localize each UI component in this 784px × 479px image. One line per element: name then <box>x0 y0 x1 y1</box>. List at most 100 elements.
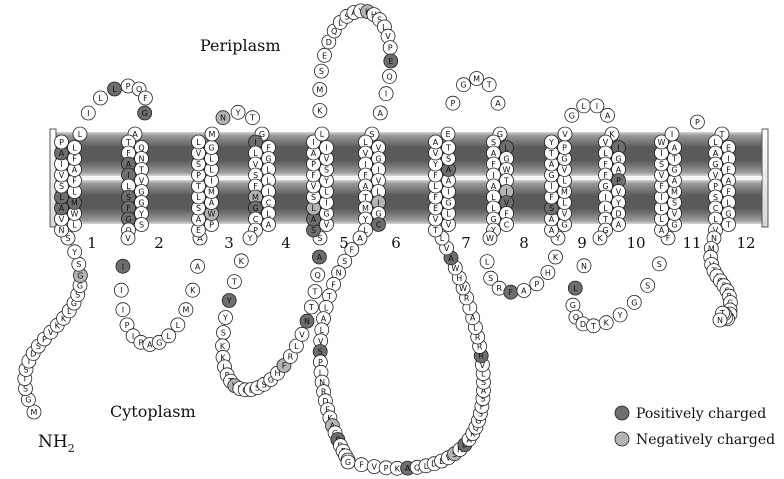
residue-letter: T <box>312 288 318 297</box>
legend-positive-swatch <box>615 406 629 420</box>
residue-letter: I <box>122 306 124 315</box>
residue-letter: P <box>534 280 539 289</box>
residue-letter: M <box>31 408 38 417</box>
residue-letter: V <box>324 221 330 230</box>
residue: Y <box>219 311 233 325</box>
residue-letter: F <box>659 182 664 191</box>
residue: V <box>558 127 572 141</box>
residue-letter: R <box>496 284 502 293</box>
residue-letter: V <box>562 130 568 139</box>
residue-letter: N <box>581 262 587 271</box>
residue: P <box>55 135 69 149</box>
residue-letter: R <box>288 352 294 361</box>
residue-letter: V <box>446 221 452 230</box>
residue: C <box>500 218 514 232</box>
residue-letter: P <box>384 464 389 473</box>
residue: K <box>313 104 327 118</box>
residue-letter: L <box>573 284 578 293</box>
residue-letter: A <box>446 166 452 175</box>
residue: T <box>227 275 241 289</box>
residue: P <box>383 41 397 55</box>
residue: N <box>577 259 591 273</box>
residue-letter: M <box>671 188 678 197</box>
residue-letter: L <box>112 85 117 94</box>
residue-letter: V <box>196 149 202 158</box>
residue-letter: M <box>473 75 480 84</box>
residue-letter: T <box>308 303 314 312</box>
residue-letter: L <box>562 199 567 208</box>
residue-letter: L <box>324 303 329 312</box>
residue: P <box>558 141 572 155</box>
residue: W <box>483 231 497 245</box>
residue-letter: T <box>432 226 438 235</box>
residue-letter: T <box>590 322 596 331</box>
residue: G <box>627 295 641 309</box>
residue-letter: S <box>311 193 316 202</box>
residue-letter: M <box>71 199 78 208</box>
residue-letter: G <box>77 282 83 291</box>
residue-letter: G <box>631 298 637 307</box>
legend-positive-label: Positively charged <box>636 406 766 422</box>
residue-letter: A <box>448 254 454 263</box>
residue: S <box>641 278 655 292</box>
residue-letter: A <box>521 287 527 296</box>
residue-letter: G <box>569 111 575 120</box>
residue-letter: A <box>549 160 555 169</box>
residue-letter: G <box>77 271 83 280</box>
n-terminus-subscript: 2 <box>68 442 75 455</box>
residue: F <box>355 458 369 472</box>
residue: Y <box>613 308 627 322</box>
residue-letter: P <box>59 138 64 147</box>
residue-letter: A <box>672 177 678 186</box>
residue-letter: A <box>549 226 555 235</box>
residue-letter: F <box>359 461 364 470</box>
residue-letter: W <box>486 234 494 243</box>
residue: Y <box>68 245 82 259</box>
periplasm-label: Periplasm <box>200 36 281 55</box>
residue: F <box>504 285 518 299</box>
residue-letter: S <box>196 204 201 213</box>
residue-letter: I <box>660 193 662 202</box>
residue-letter: S <box>76 260 81 269</box>
residue-letter: E <box>196 226 201 235</box>
residue-letter: E <box>388 57 393 66</box>
residue: A <box>262 218 276 232</box>
residue-letter: Y <box>247 234 253 243</box>
residue: I <box>116 303 130 317</box>
residue: S <box>216 326 230 340</box>
residue-letter: V <box>433 215 439 224</box>
residue-letter: M <box>208 188 215 197</box>
residue: P <box>690 115 704 129</box>
residue-letter: A <box>72 166 78 175</box>
residue-letter: L <box>320 130 325 139</box>
residue-letter: E <box>445 130 450 139</box>
residue-letter: A <box>446 177 452 186</box>
residue-letter: D <box>326 38 332 47</box>
residue-letter: G <box>445 199 451 208</box>
residue-letter: K <box>239 257 245 266</box>
residue-letter: M <box>561 188 568 197</box>
residue-letter: P <box>196 171 201 180</box>
residue-letter: I <box>87 109 89 118</box>
residue-letter: P <box>311 160 316 169</box>
residue: L <box>94 91 108 105</box>
residue-letter: A <box>195 262 201 271</box>
residue-letter: I <box>469 304 471 313</box>
residue-letter: C <box>376 221 382 230</box>
residue: K <box>599 316 613 330</box>
residue-letter: L <box>433 182 438 191</box>
helix-numbers: 123456789101112 <box>87 234 755 252</box>
residue-letter: I <box>122 262 124 271</box>
residue: K <box>186 283 200 297</box>
residue: G <box>565 108 579 122</box>
residue: G <box>138 106 152 120</box>
residue: T <box>304 300 318 314</box>
residue-letter: L <box>311 204 316 213</box>
residue-letter: L <box>294 342 299 351</box>
residue-letter: M <box>316 86 323 95</box>
residue-letter: W <box>658 138 666 147</box>
residue-letter: P <box>209 221 214 230</box>
residue-letter: L <box>562 177 567 186</box>
residue-letter: M <box>209 130 216 139</box>
